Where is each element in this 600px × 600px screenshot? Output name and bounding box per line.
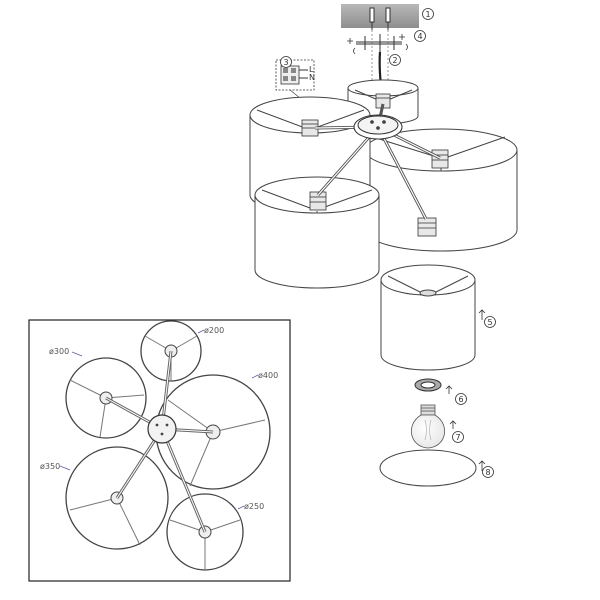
retaining-ring bbox=[414, 378, 442, 392]
light-bulb-icon bbox=[411, 404, 445, 449]
diffuser-disc bbox=[379, 449, 477, 487]
step-3-marker: 3 bbox=[280, 56, 292, 68]
diameter-label-400: ø400 bbox=[258, 371, 278, 380]
step-2-marker: 2 bbox=[389, 54, 401, 66]
detached-shade bbox=[380, 264, 476, 371]
diameter-label-250: ø250 bbox=[244, 502, 264, 511]
step-4-label: 4 bbox=[417, 32, 422, 41]
step-5-marker: 5 bbox=[484, 316, 496, 328]
wire-label-l: L bbox=[309, 65, 314, 74]
step-7-marker: 7 bbox=[452, 431, 464, 443]
step-6-label: 6 bbox=[458, 395, 463, 404]
diameter-label-300: ø300 bbox=[49, 347, 69, 356]
diameter-label-200: ø200 bbox=[204, 326, 224, 335]
dashed-guide bbox=[371, 30, 389, 120]
step-markers: 1 2 3 4 5 6 7 8 bbox=[280, 8, 496, 478]
top-view-canopy bbox=[147, 414, 177, 444]
step-5-label: 5 bbox=[487, 318, 492, 327]
top-view-panel: ø200 ø300 ø400 ø350 ø250 bbox=[28, 319, 291, 582]
step-4-marker: 4 bbox=[414, 30, 426, 42]
arrow-icon bbox=[445, 309, 486, 471]
step-3-label: 3 bbox=[283, 58, 288, 67]
ceiling-bolt bbox=[369, 7, 391, 30]
wire-label-n: N bbox=[309, 73, 315, 82]
screw-icon bbox=[347, 34, 408, 55]
step-7-label: 7 bbox=[455, 433, 460, 442]
ceiling-block bbox=[341, 4, 419, 30]
lamp-socket bbox=[301, 93, 449, 237]
canopy-hub bbox=[353, 114, 403, 140]
diameter-label-350: ø350 bbox=[40, 462, 60, 471]
step-1-label: 1 bbox=[425, 10, 430, 19]
step-8-marker: 8 bbox=[482, 466, 494, 478]
step-1-marker: 1 bbox=[422, 8, 434, 20]
step-6-marker: 6 bbox=[455, 393, 467, 405]
step-8-label: 8 bbox=[485, 468, 490, 477]
step-2-label: 2 bbox=[392, 56, 397, 65]
shade-front-medium bbox=[254, 176, 380, 289]
